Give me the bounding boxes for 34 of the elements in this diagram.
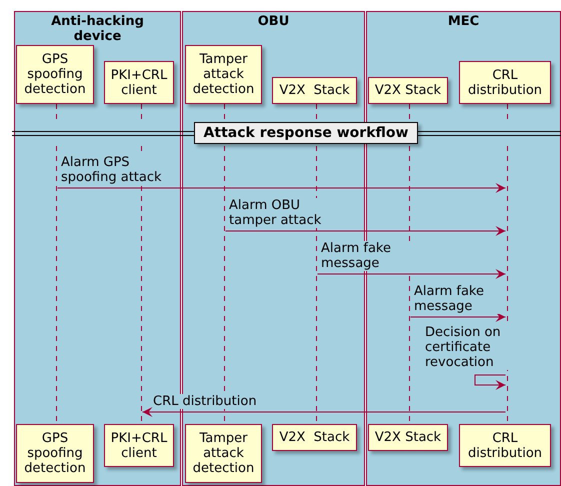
lifeline	[54, 104, 58, 121]
participant-box: Tamper attack detection	[185, 45, 262, 104]
participant-box: V2X Stack	[272, 77, 357, 104]
lifeline	[140, 104, 142, 121]
lifeline	[222, 104, 226, 121]
participant-box: GPS spoofing detection	[16, 45, 94, 104]
message-arrow	[142, 407, 506, 417]
lifeline	[408, 146, 410, 424]
group-title: MEC	[446, 14, 480, 29]
group-title: Anti-hacking device	[50, 14, 145, 44]
participant-box: V2X Stack	[368, 77, 448, 104]
message-arrow	[410, 312, 506, 322]
participant-box: V2X Stack	[272, 424, 357, 451]
lifeline	[408, 104, 410, 121]
message-arrow	[317, 269, 506, 279]
participant-box: V2X Stack	[368, 424, 448, 451]
participant-box: PKI+CRL client	[104, 424, 174, 467]
message-arrow	[225, 226, 506, 236]
message-arrow	[474, 374, 506, 390]
lifeline	[506, 104, 508, 121]
message-label: Decision on certificate revocation	[425, 325, 509, 370]
participant-box: Tamper attack detection	[185, 424, 262, 483]
participant-box: GPS spoofing detection	[16, 424, 94, 483]
participant-box: PKI+CRL client	[104, 61, 174, 104]
group-box	[14, 11, 181, 486]
group-title: OBU	[256, 14, 290, 29]
message-arrow	[57, 183, 506, 193]
message-label: CRL distribution	[153, 394, 257, 409]
participant-box: CRL distribution	[459, 61, 551, 104]
message-label: Alarm fake message	[414, 284, 500, 314]
lifeline	[314, 104, 318, 121]
divider-label: Attack response workflow	[194, 122, 418, 144]
participant-box: CRL distribution	[459, 424, 551, 467]
lifeline	[54, 146, 58, 424]
